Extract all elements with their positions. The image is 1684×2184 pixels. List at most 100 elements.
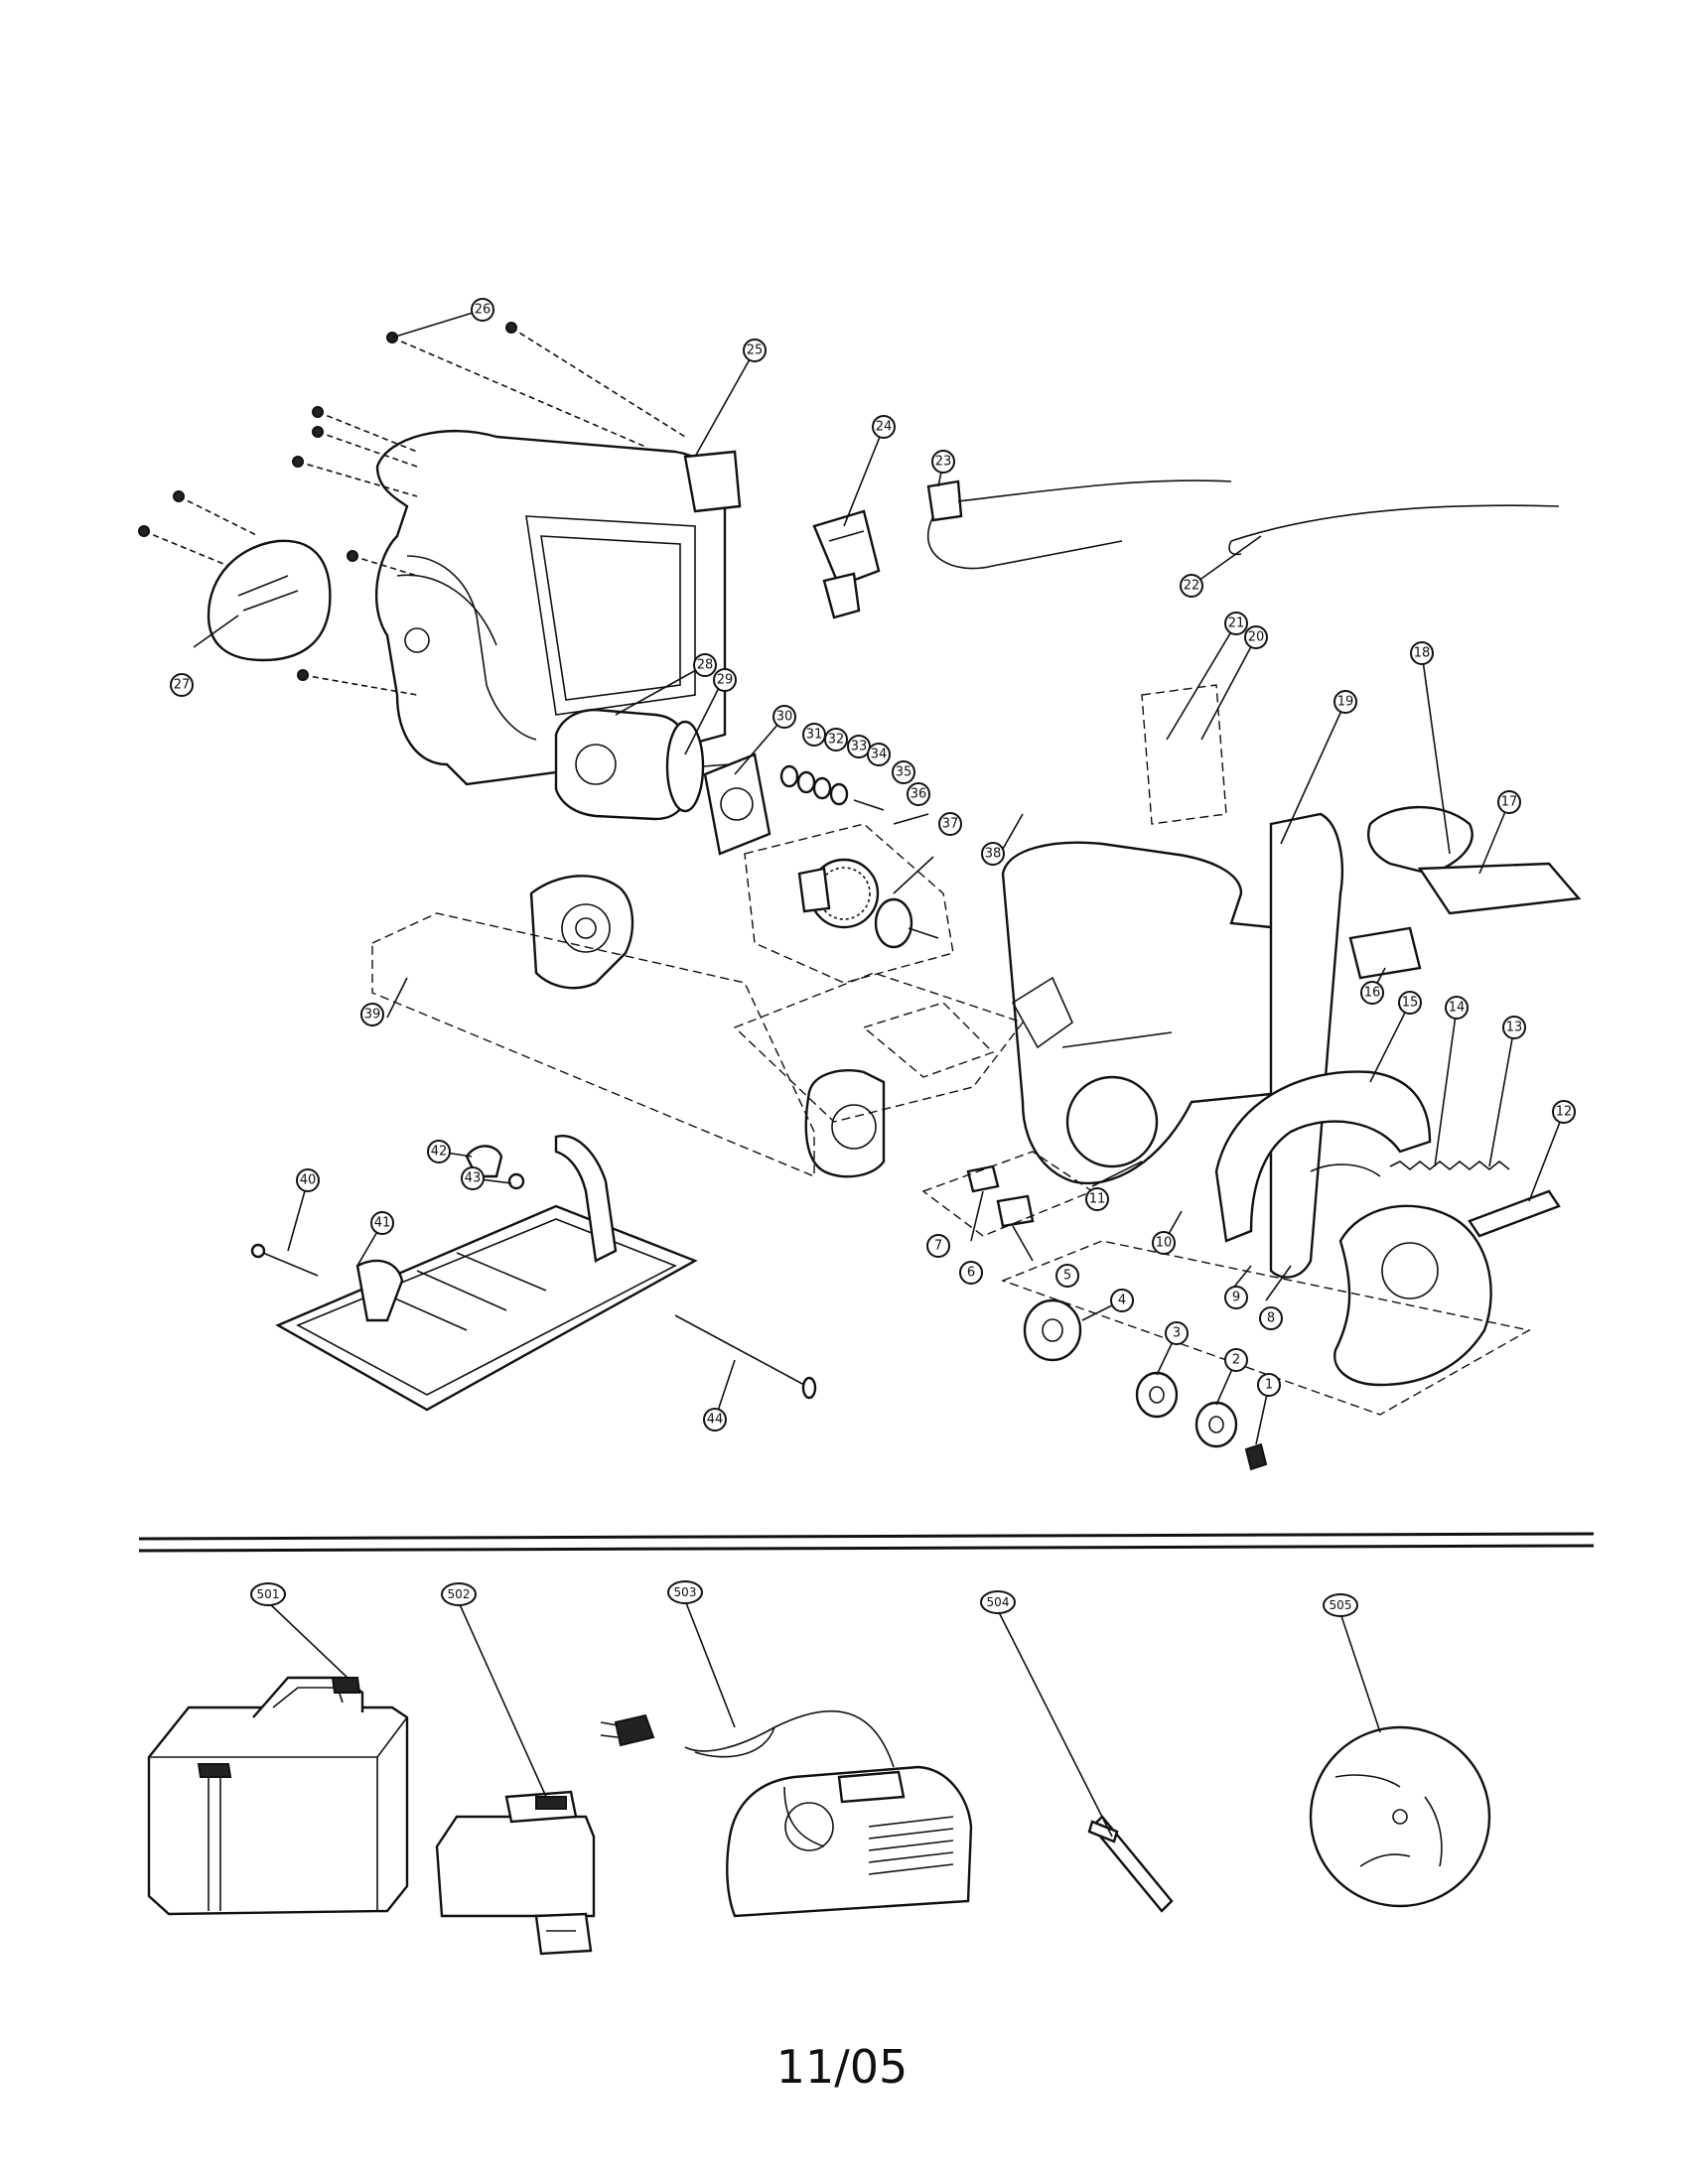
part-label-6: 6 bbox=[959, 1261, 983, 1285]
svg-text:3: 3 bbox=[1173, 1326, 1181, 1341]
svg-text:30: 30 bbox=[776, 710, 793, 725]
svg-text:43: 43 bbox=[465, 1171, 482, 1186]
svg-text:16: 16 bbox=[1364, 986, 1381, 1001]
part-label-42: 42 bbox=[427, 1140, 451, 1163]
svg-text:11: 11 bbox=[1089, 1192, 1106, 1207]
part-label-22: 22 bbox=[1180, 574, 1203, 598]
part-label-16: 16 bbox=[1360, 981, 1384, 1005]
part-label-43: 43 bbox=[461, 1166, 485, 1190]
part-label-11: 11 bbox=[1085, 1187, 1109, 1211]
svg-text:31: 31 bbox=[806, 728, 823, 743]
svg-text:29: 29 bbox=[717, 673, 734, 688]
part-label-32: 32 bbox=[824, 728, 848, 751]
svg-text:14: 14 bbox=[1449, 1001, 1466, 1016]
part-label-38: 38 bbox=[981, 842, 1005, 866]
svg-text:25: 25 bbox=[747, 343, 764, 358]
accessory-label-504: 504 bbox=[980, 1590, 1016, 1614]
base-plate bbox=[275, 1135, 698, 1412]
part-label-39: 39 bbox=[360, 1003, 384, 1026]
svg-text:23: 23 bbox=[935, 455, 952, 470]
part-label-20: 20 bbox=[1244, 625, 1268, 649]
gear-case bbox=[529, 875, 634, 990]
svg-text:17: 17 bbox=[1501, 795, 1518, 810]
lower-guard bbox=[1333, 1189, 1561, 1387]
svg-text:20: 20 bbox=[1248, 630, 1265, 645]
svg-text:37: 37 bbox=[942, 817, 959, 832]
svg-text:35: 35 bbox=[896, 765, 912, 780]
svg-text:4: 4 bbox=[1118, 1294, 1126, 1308]
part-labels: 1 2 3 4 5 6 7 8 9 10 11 12 13 14 15 16 1… bbox=[170, 298, 1576, 1432]
svg-text:10: 10 bbox=[1156, 1236, 1173, 1251]
part-label-34: 34 bbox=[867, 743, 891, 766]
svg-text:21: 21 bbox=[1228, 616, 1245, 631]
part-label-2: 2 bbox=[1224, 1348, 1248, 1372]
part-label-37: 37 bbox=[938, 812, 962, 836]
svg-text:501: 501 bbox=[257, 1587, 280, 1601]
wire-leads bbox=[926, 479, 1560, 570]
svg-text:38: 38 bbox=[985, 847, 1002, 862]
part-label-30: 30 bbox=[772, 705, 796, 729]
svg-text:41: 41 bbox=[374, 1216, 391, 1231]
part-label-35: 35 bbox=[892, 760, 915, 784]
group-outlines bbox=[371, 684, 1531, 1416]
svg-text:18: 18 bbox=[1414, 646, 1431, 661]
part-label-18: 18 bbox=[1410, 641, 1434, 665]
svg-text:44: 44 bbox=[707, 1413, 724, 1428]
part-label-10: 10 bbox=[1152, 1231, 1176, 1255]
handle-cap bbox=[207, 539, 332, 662]
svg-text:27: 27 bbox=[174, 678, 191, 693]
part-label-3: 3 bbox=[1165, 1321, 1189, 1345]
svg-text:42: 42 bbox=[431, 1145, 448, 1160]
svg-text:2: 2 bbox=[1232, 1353, 1240, 1368]
part-label-7: 7 bbox=[926, 1234, 950, 1258]
part-label-36: 36 bbox=[907, 782, 930, 806]
label-plate bbox=[1348, 926, 1422, 980]
part-label-26: 26 bbox=[471, 298, 494, 322]
part-label-41: 41 bbox=[370, 1211, 394, 1235]
battery-pack bbox=[435, 1790, 596, 1956]
blade-guard bbox=[1001, 812, 1343, 1279]
bearing-housing bbox=[804, 1069, 886, 1178]
part-label-19: 19 bbox=[1333, 690, 1357, 714]
svg-text:22: 22 bbox=[1184, 579, 1200, 594]
svg-text:15: 15 bbox=[1402, 996, 1419, 1011]
part-label-4: 4 bbox=[1110, 1289, 1134, 1312]
gear-assembly bbox=[797, 858, 939, 949]
svg-text:1: 1 bbox=[1265, 1378, 1273, 1393]
motor bbox=[554, 708, 731, 821]
svg-text:5: 5 bbox=[1063, 1269, 1071, 1284]
part-label-12: 12 bbox=[1552, 1100, 1576, 1124]
svg-text:9: 9 bbox=[1232, 1291, 1240, 1305]
svg-text:503: 503 bbox=[674, 1585, 697, 1599]
svg-text:32: 32 bbox=[828, 733, 845, 748]
part-label-23: 23 bbox=[931, 450, 955, 474]
switch bbox=[812, 509, 881, 619]
part-label-44: 44 bbox=[703, 1408, 727, 1432]
brackets bbox=[966, 1164, 1035, 1228]
svg-text:7: 7 bbox=[934, 1239, 942, 1254]
part-label-27: 27 bbox=[170, 673, 194, 697]
accessory-label-505: 505 bbox=[1323, 1593, 1358, 1617]
accessory-label-502: 502 bbox=[441, 1582, 477, 1606]
svg-text:8: 8 bbox=[1267, 1311, 1275, 1326]
accessory-label-501: 501 bbox=[250, 1582, 286, 1606]
grip bbox=[1367, 805, 1582, 915]
hex-key bbox=[1087, 1815, 1174, 1913]
part-label-1: 1 bbox=[1257, 1373, 1281, 1397]
part-label-25: 25 bbox=[743, 339, 767, 362]
carrying-case bbox=[147, 1676, 409, 1916]
bolts bbox=[250, 1243, 817, 1400]
section-divider bbox=[138, 1532, 1595, 1553]
housing-half bbox=[374, 430, 742, 786]
blade-washers bbox=[1023, 1298, 1268, 1471]
part-label-33: 33 bbox=[847, 735, 871, 758]
part-label-9: 9 bbox=[1224, 1286, 1248, 1309]
part-label-8: 8 bbox=[1259, 1306, 1283, 1330]
svg-text:34: 34 bbox=[871, 748, 888, 762]
accessory-leaders bbox=[267, 1599, 1381, 1838]
part-label-5: 5 bbox=[1055, 1264, 1079, 1288]
svg-text:40: 40 bbox=[300, 1173, 317, 1188]
part-label-14: 14 bbox=[1445, 996, 1469, 1020]
svg-text:502: 502 bbox=[448, 1587, 471, 1601]
